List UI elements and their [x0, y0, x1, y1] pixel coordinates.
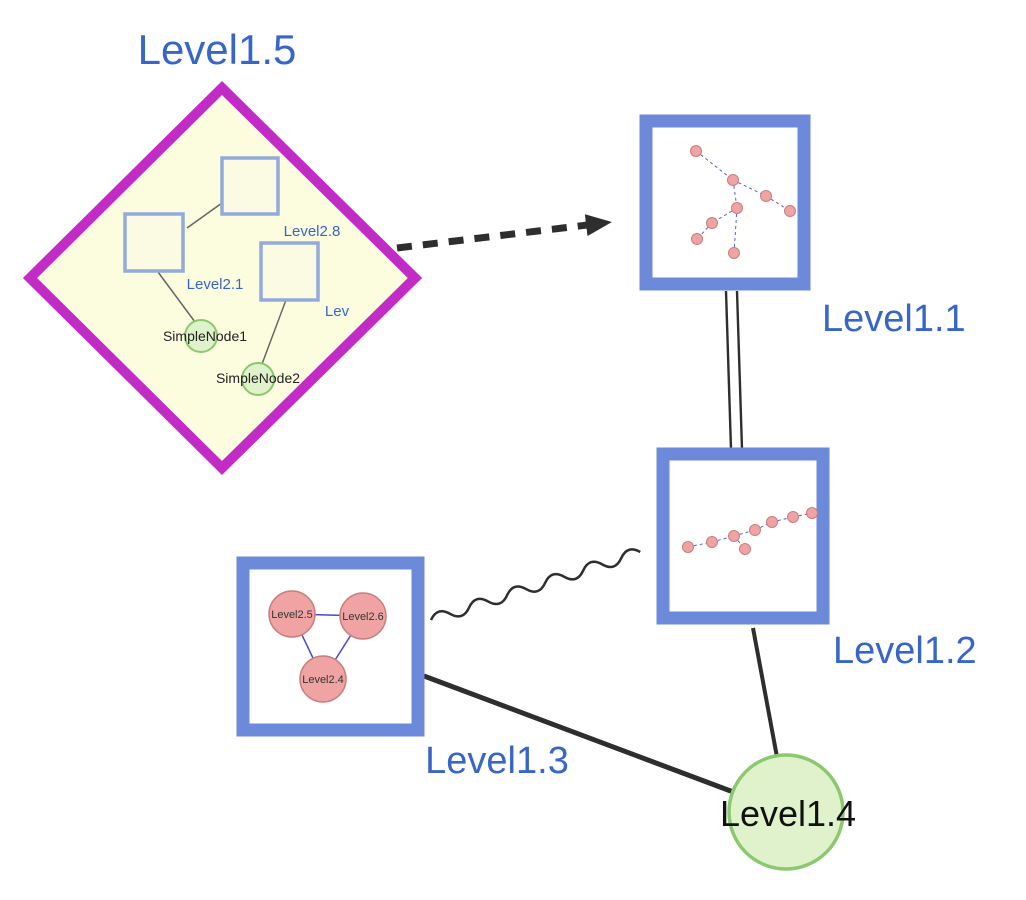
label-lev: Lev [325, 303, 350, 320]
label-level2-6: Level2.6 [342, 611, 384, 623]
node-simplenode2[interactable] [241, 362, 275, 396]
node-simplenode1[interactable] [184, 319, 218, 353]
mini-graph-node [749, 524, 761, 536]
mini-graph-node [690, 145, 702, 157]
node-level2-4[interactable] [299, 655, 347, 703]
mini-graph-node [682, 541, 694, 553]
edge-level1-1-to-level1-2-line-b [735, 290, 744, 450]
mini-graph-edge [732, 179, 738, 209]
label-simplenode2: SimpleNode2 [216, 370, 300, 386]
label-level2-5: Level2.5 [271, 609, 313, 621]
mini-graph-node [731, 202, 743, 214]
mini-graph-node [728, 247, 740, 259]
mini-graph-node [706, 217, 718, 229]
edge-level1-3-to-level1-2-wavy [429, 548, 641, 621]
node-level2-5[interactable] [268, 590, 316, 638]
node-lev[interactable] [259, 241, 320, 302]
edge-level2-1-to-level2-8 [186, 202, 223, 229]
mini-graph-node [727, 174, 739, 186]
mini-graph-node [760, 190, 772, 202]
minigraph-level1-1 [690, 145, 796, 259]
mini-graph-node [766, 516, 778, 528]
mini-graph-node [739, 543, 751, 555]
node-level2-8[interactable] [220, 156, 280, 216]
node-level1-4[interactable] [727, 753, 845, 871]
node-level2-1[interactable] [123, 212, 185, 273]
mini-graph-node [691, 233, 703, 245]
edge-level1-1-to-level1-2-line-a [724, 290, 733, 450]
mini-graph-node [706, 536, 718, 548]
mini-graph-edge [695, 150, 734, 181]
node-level2-6[interactable] [339, 592, 387, 640]
label-level2-8: Level2.8 [284, 223, 341, 240]
label-simplenode1: SimpleNode1 [163, 328, 247, 344]
label-level1-3: Level1.3 [425, 740, 569, 782]
mini-graph-edge [733, 207, 738, 254]
minigraph-level1-2 [682, 507, 818, 555]
mini-graph-node [728, 530, 740, 542]
edge-lev-to-simplenode2 [261, 299, 287, 365]
label-level1-4: Level1.4 [720, 793, 856, 834]
edge-level1-3-to-level1-4 [423, 673, 753, 802]
edge-level1-5-to-level1-1 [396, 214, 612, 252]
node-level1-1[interactable] [639, 114, 811, 291]
edge-level2-1-to-simplenode1 [157, 271, 196, 323]
node-level1-3[interactable] [236, 556, 425, 737]
mini-graph-node [787, 511, 799, 523]
mini-graph-node [806, 507, 818, 519]
node-level1-2[interactable] [656, 447, 830, 625]
node-level1-5[interactable] [22, 80, 423, 476]
label-level2-1: Level2.1 [187, 276, 244, 293]
label-level2-4: Level2.4 [302, 674, 344, 686]
edge-level1-2-to-level1-4 [751, 627, 779, 758]
mini-graph-node [784, 205, 796, 217]
label-level1-2: Level1.2 [833, 630, 977, 672]
mini-graph-edge [732, 179, 767, 197]
label-level1-1: Level1.1 [822, 298, 966, 340]
mini-graph-edge [765, 195, 791, 212]
label-level1-5: Level1.5 [138, 26, 297, 73]
